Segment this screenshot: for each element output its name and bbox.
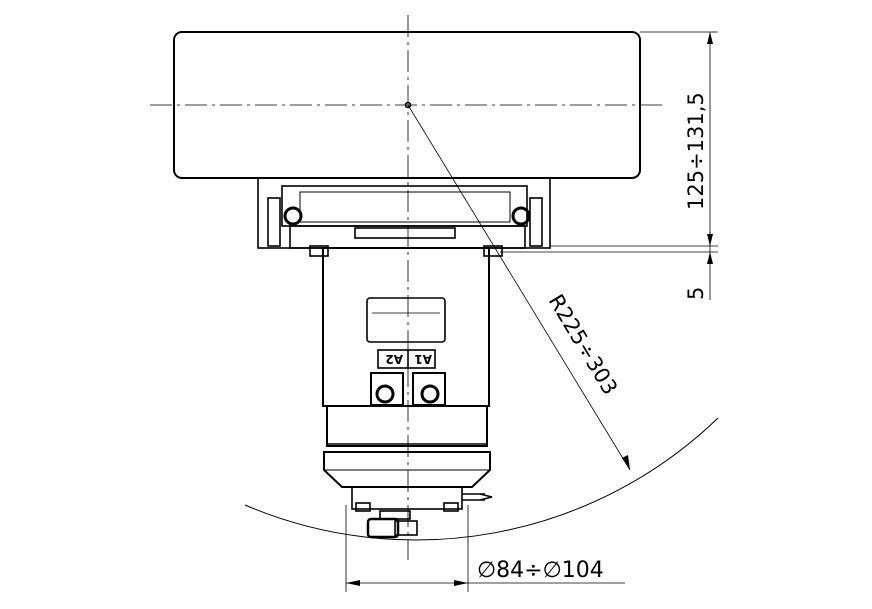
height-dimension-label: 125÷131,5: [684, 92, 708, 210]
terminal-a1: [412, 372, 446, 406]
swing-radius-arc: [244, 417, 719, 541]
bracket-screw-right: [511, 206, 531, 226]
bracket-screw-left: [283, 206, 303, 226]
terminal-a2-label: A2: [385, 352, 403, 366]
pivot-point: [404, 101, 412, 109]
nameplate: [366, 297, 446, 343]
cable: [462, 493, 493, 501]
radius-leader: [407, 104, 631, 471]
terminal-label-box: [377, 349, 436, 369]
terminal-a1-label: A1: [414, 352, 432, 366]
motor-body: [322, 247, 490, 407]
adapter-plate: [351, 486, 463, 510]
offset-dimension-label: 5: [684, 287, 708, 300]
gearbox-ring: [326, 405, 488, 447]
diameter-dimension-label: ∅84÷∅104: [477, 558, 604, 583]
radius-dimension-label: R225÷303: [544, 290, 622, 399]
